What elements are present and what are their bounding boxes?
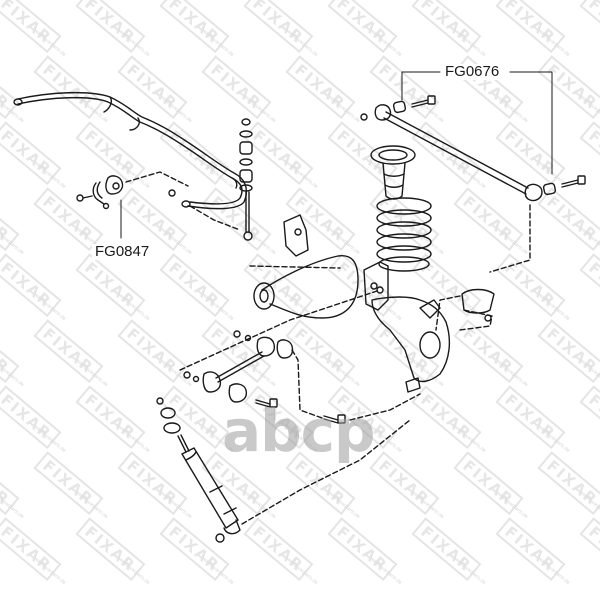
dashed-leader xyxy=(125,171,189,187)
bolt xyxy=(323,414,346,424)
dashed-leader xyxy=(189,205,241,231)
dashed-leader xyxy=(249,265,341,269)
dashed-leader xyxy=(435,295,461,331)
stabilizer-bar xyxy=(13,91,248,210)
lateral-control-rod xyxy=(360,95,586,202)
coil-spring xyxy=(376,197,432,272)
bump-stop xyxy=(370,145,416,200)
dashed-leader xyxy=(459,309,493,331)
dashed-leader xyxy=(241,419,411,525)
dashed-leader xyxy=(349,393,421,421)
callout-bracket-fg0676 xyxy=(401,71,553,175)
lower-control-arm xyxy=(371,288,495,393)
rear-axle-housing xyxy=(253,214,389,319)
stabilizer-link xyxy=(239,118,253,241)
shock-absorber xyxy=(156,397,241,543)
stabilizer-bushing xyxy=(76,175,176,210)
dashed-leader xyxy=(291,349,323,419)
abcp-watermark: abcp xyxy=(222,397,376,465)
dashed-leader xyxy=(179,289,381,371)
dashed-leader xyxy=(489,204,531,273)
lower-link xyxy=(183,330,294,408)
callout-fg0676[interactable]: FG0676 xyxy=(442,64,503,80)
callout-fg0847[interactable]: FG0847 xyxy=(92,244,153,260)
